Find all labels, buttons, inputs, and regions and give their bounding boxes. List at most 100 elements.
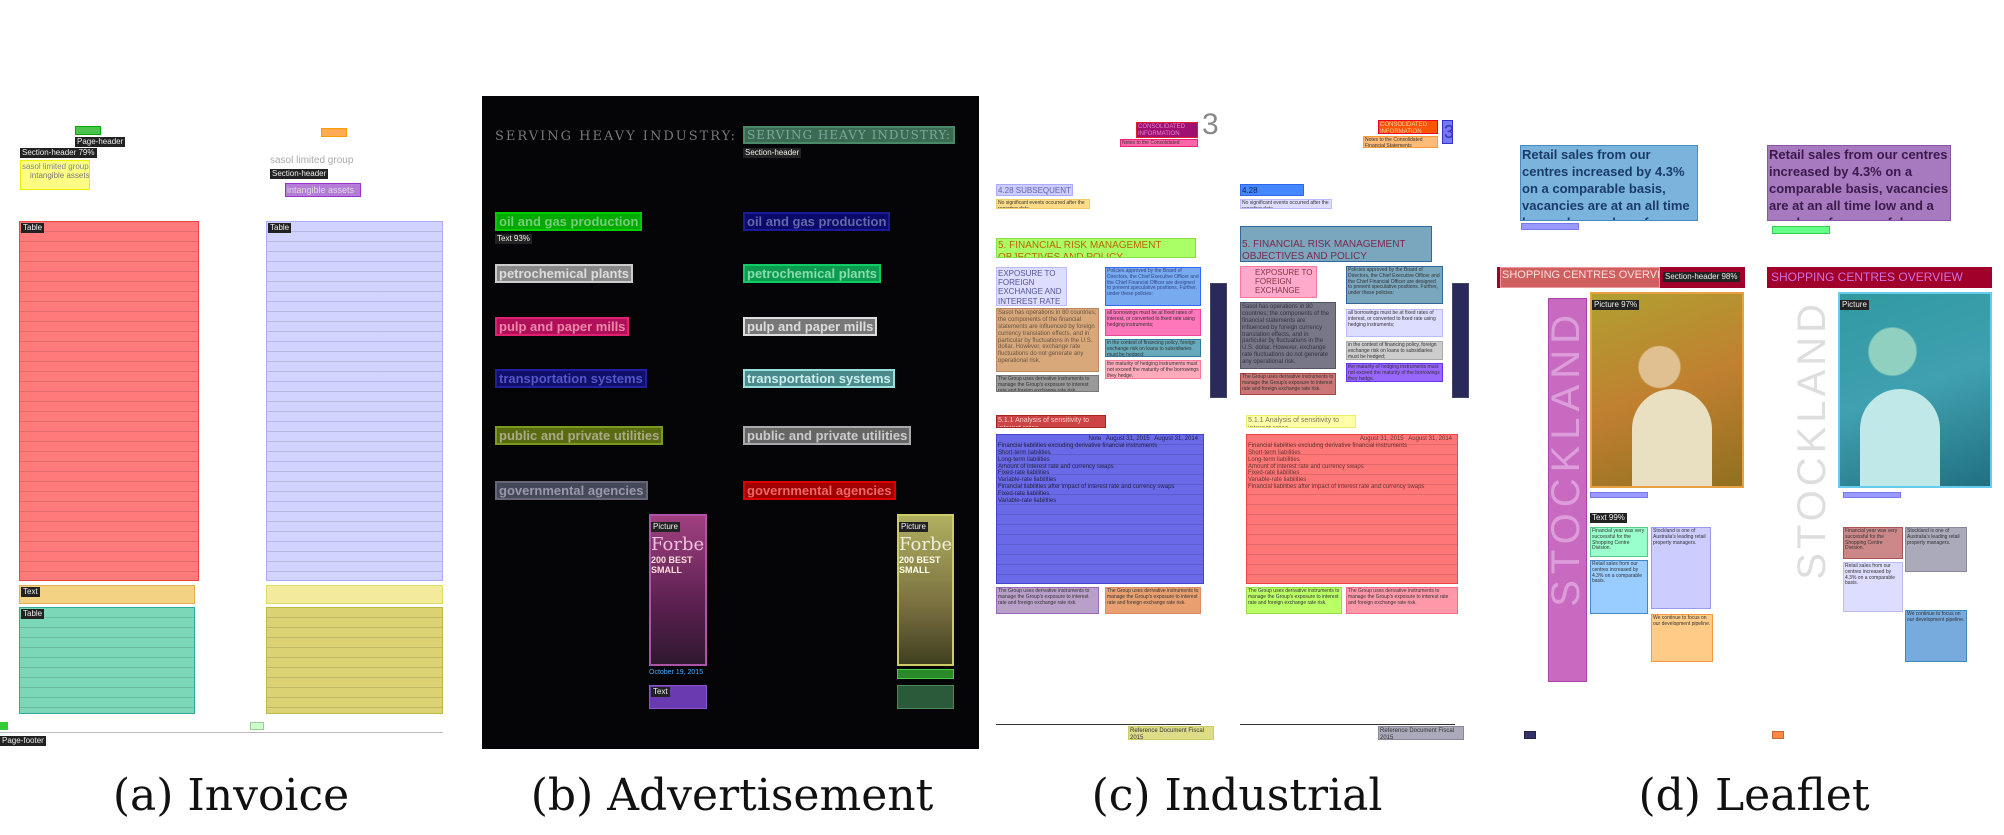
invoice-table-box-2: Table	[19, 607, 195, 714]
ad-item-box: oil and gas production	[743, 212, 891, 231]
table-row: Variable-rate liabilities	[998, 477, 1057, 484]
table-row: Variable-rate liabilities	[1248, 477, 1307, 484]
divider	[1240, 724, 1455, 725]
invoice-table-box: Table	[19, 221, 199, 581]
section-header-box: EXPOSURE TO FOREIGN EXCHANGE AND INTERES…	[996, 267, 1067, 306]
table-row: Financial liabilities after impact of in…	[998, 484, 1175, 491]
text-box	[1521, 223, 1579, 230]
magazine-subtitle: 200 BEST SMALL	[899, 555, 941, 575]
tag: Table	[21, 609, 45, 619]
list-item-box: the maturity of hedging instruments must…	[1105, 360, 1201, 379]
table-row: Financial liabilities excluding derivati…	[998, 442, 1158, 449]
footer-box	[0, 722, 8, 730]
text-box: The Group uses derivative instruments to…	[1240, 373, 1336, 395]
page-subheader-box: Notes to the Consolidated Financial Stat…	[1363, 136, 1438, 148]
table-header: August 31, 2015	[1359, 436, 1404, 442]
table-header: August 31, 2014	[1154, 436, 1198, 442]
section-header: SHOPPING CENTRES OVERVIEW	[1771, 270, 1963, 284]
page-side-bar	[1210, 283, 1227, 398]
section-header-box: SHOPPING CENTRES OVERVIEW	[1500, 267, 1660, 288]
ad-item-box: petrochemical plants	[743, 264, 882, 283]
footer-box	[1524, 731, 1536, 739]
list-item-box: in the context of financing policy, fore…	[1346, 341, 1443, 360]
text-box: Text	[19, 585, 195, 604]
overview-band	[1767, 267, 1992, 288]
tag: Text	[21, 587, 40, 597]
table-header: Note	[1088, 436, 1102, 442]
table-header: August 31, 2015	[1105, 436, 1150, 442]
footer-box: Reference Document Fiscal 2015	[1378, 726, 1464, 740]
text-box: The Group uses derivative instruments to…	[1105, 587, 1201, 614]
page-number: 3	[1442, 120, 1453, 144]
section-title: intangible assets	[30, 171, 90, 181]
list-item-box: the maturity of hedging instruments must…	[1346, 363, 1443, 382]
tag: Picture	[899, 522, 928, 532]
text-box	[266, 585, 443, 604]
table-row: Long-term liabilities	[998, 456, 1050, 463]
list-item-box: all borrowings must be at fixed rates of…	[1346, 309, 1443, 337]
date-box	[897, 669, 954, 679]
text-box: Retail sales from our centres increased …	[1590, 560, 1648, 614]
section-header-box: sasol limited group intangible assets	[20, 160, 90, 190]
brand-text: STOCKLAND	[1548, 309, 1587, 607]
section-header-box: 5. FINANCIAL RISK MANAGEMENT OBJECTIVES …	[996, 238, 1196, 258]
divider	[0, 732, 443, 733]
magazine-title: Forbes	[651, 534, 705, 555]
table-row: Long-term liabilities	[1248, 456, 1300, 463]
page-header-box: CONSOLIDATED INFORMATION	[1378, 120, 1438, 134]
group-title: sasol limited group	[270, 155, 354, 166]
text-box: Financial year was very successful for t…	[1590, 527, 1648, 557]
industrial-table-box: August 31, 2015 August 31, 2014 Financia…	[1246, 434, 1458, 584]
brand-text: STOCKLAND	[1790, 300, 1834, 580]
footer-box: Reference Document Fiscal 2015	[1128, 726, 1214, 740]
table-row: Amount of interest rate and currency swa…	[998, 463, 1114, 470]
tag: Table	[21, 223, 45, 233]
ad-date: October 19, 2015	[649, 669, 704, 676]
page-header-box: CONSOLIDATED INFORMATION	[1136, 122, 1198, 138]
text-box: The Group uses derivative instruments to…	[996, 375, 1099, 392]
text-box: Policies approved by the Board of Direct…	[1105, 267, 1201, 306]
ad-title-box: SERVING HEAVY INDUSTRY:	[743, 126, 955, 144]
table-row: Financial liabilities after impact of in…	[1248, 484, 1425, 491]
page-side-bar	[1452, 283, 1469, 398]
quote-box: Retail sales from our centres increased …	[1767, 145, 1951, 221]
text-box: The Group uses derivative instruments to…	[1246, 587, 1342, 614]
ad-item-box: public and private utilities	[743, 426, 912, 445]
text-box: Policies approved by the Board of Direct…	[1346, 266, 1443, 304]
divider	[996, 724, 1201, 725]
group-title: sasol limited group	[22, 162, 89, 171]
caption-box	[1843, 492, 1901, 498]
table-row: Fixed-rate liabilities	[998, 491, 1050, 498]
ad-item-box: governmental agencies	[743, 481, 896, 500]
table-row: Fixed-rate liabilities	[998, 470, 1050, 477]
caption-box	[897, 685, 954, 709]
caption-industrial: (c) Industrial	[1091, 770, 1383, 821]
text-box: Stockland is one of Australia's leading …	[1651, 527, 1711, 609]
ad-item-box: transportation systems	[495, 369, 647, 388]
text-box: No significant events occurred after the…	[996, 199, 1090, 209]
section-header-box: 5. FINANCIAL RISK MANAGEMENT OBJECTIVES …	[1240, 226, 1432, 262]
tag: Picture	[1840, 300, 1869, 310]
text-box: No significant events occurred after the…	[1240, 199, 1332, 209]
magazine-title: Forbes	[899, 534, 953, 555]
person-figure	[1632, 389, 1712, 486]
leaflet-picture: Picture 97%	[1590, 292, 1744, 488]
subsection-box: 5.1.1 Analysis of sensitivity to interes…	[1246, 415, 1356, 428]
text-box: The Group uses derivative instruments to…	[1346, 587, 1458, 614]
footer-box	[250, 722, 264, 730]
ad-item-box: pulp and paper mills	[743, 317, 878, 336]
table-row: Short-term liabilities	[998, 449, 1051, 456]
section-title: intangible assets	[285, 183, 361, 197]
table-row: Fixed-rate liabilities	[1248, 470, 1300, 477]
magazine-subtitle: 200 BEST SMALL	[651, 555, 693, 575]
person-figure	[1860, 389, 1940, 486]
tag: Page-footer	[0, 736, 46, 746]
page-header-box	[321, 128, 347, 137]
table-row: Amount of interest rate and currency swa…	[1248, 463, 1364, 470]
table-row: Short-term liabilities	[1248, 449, 1301, 456]
tag: Text 93%	[495, 234, 532, 244]
tag: Section-header	[270, 169, 329, 179]
industrial-table-box: Note August 31, 2015 August 31, 2014 Fin…	[996, 434, 1204, 584]
tag: Picture	[651, 522, 680, 532]
panel-advertisement: SERVING HEAVY INDUSTRY: SERVING HEAVY IN…	[482, 96, 979, 749]
